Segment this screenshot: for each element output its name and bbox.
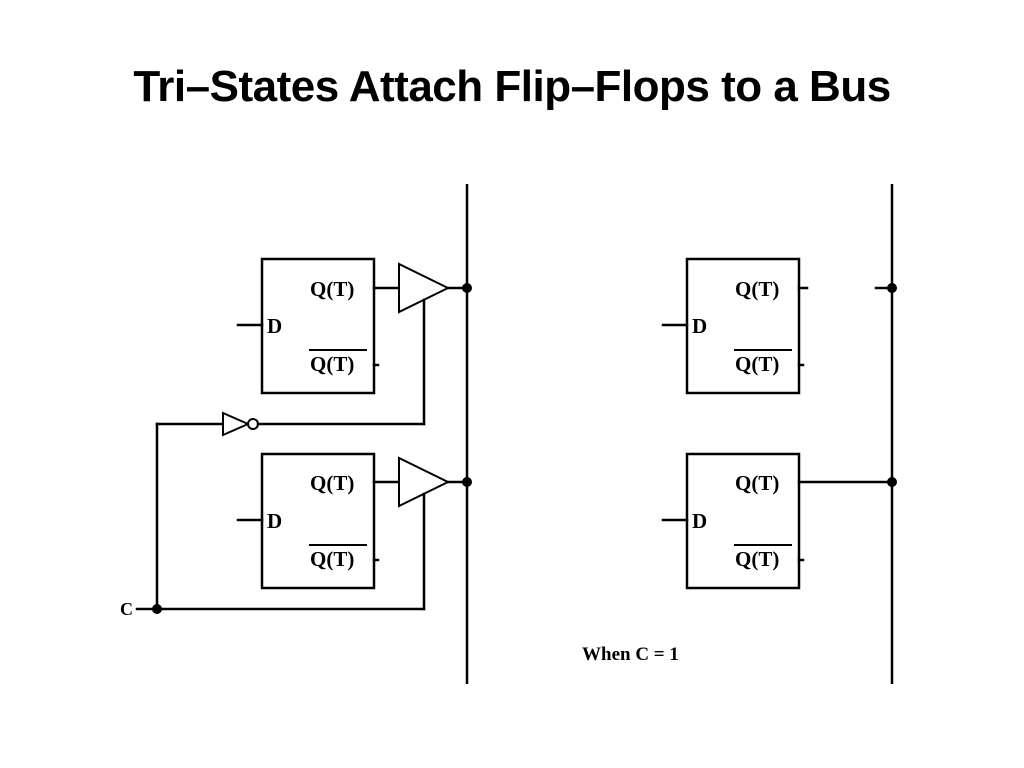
d-label: D — [692, 509, 707, 533]
q-label: Q(T) — [310, 277, 354, 301]
bus-junction — [887, 477, 897, 487]
control-line: C — [120, 422, 426, 619]
left-bottom-flipflop: D Q(T) Q(T) — [236, 452, 401, 590]
q-label: Q(T) — [735, 471, 779, 495]
qbar-label: Q(T) — [310, 547, 354, 571]
right-bottom-flipflop: D Q(T) Q(T) — [661, 452, 805, 590]
qbar-label: Q(T) — [735, 547, 779, 571]
d-label: D — [267, 509, 282, 533]
left-top-tristate-buffer — [398, 262, 472, 426]
inverter — [155, 411, 426, 437]
left-bottom-tristate-buffer — [398, 456, 472, 611]
d-label: D — [692, 314, 707, 338]
q-label: Q(T) — [310, 471, 354, 495]
diagram-caption: When C = 1 — [582, 644, 679, 665]
bus-junction — [887, 283, 897, 293]
circuit-diagram: D Q(T) Q(T) D Q(T) Q(T) C — [120, 184, 897, 684]
right-top-flipflop: D Q(T) Q(T) — [661, 257, 809, 395]
slide-title: Tri–States Attach Flip–Flops to a Bus — [133, 62, 891, 111]
qbar-label: Q(T) — [310, 352, 354, 376]
q-label: Q(T) — [735, 277, 779, 301]
left-top-flipflop: D Q(T) Q(T) — [236, 257, 401, 395]
qbar-label: Q(T) — [735, 352, 779, 376]
d-label: D — [267, 314, 282, 338]
control-label: C — [120, 599, 133, 619]
